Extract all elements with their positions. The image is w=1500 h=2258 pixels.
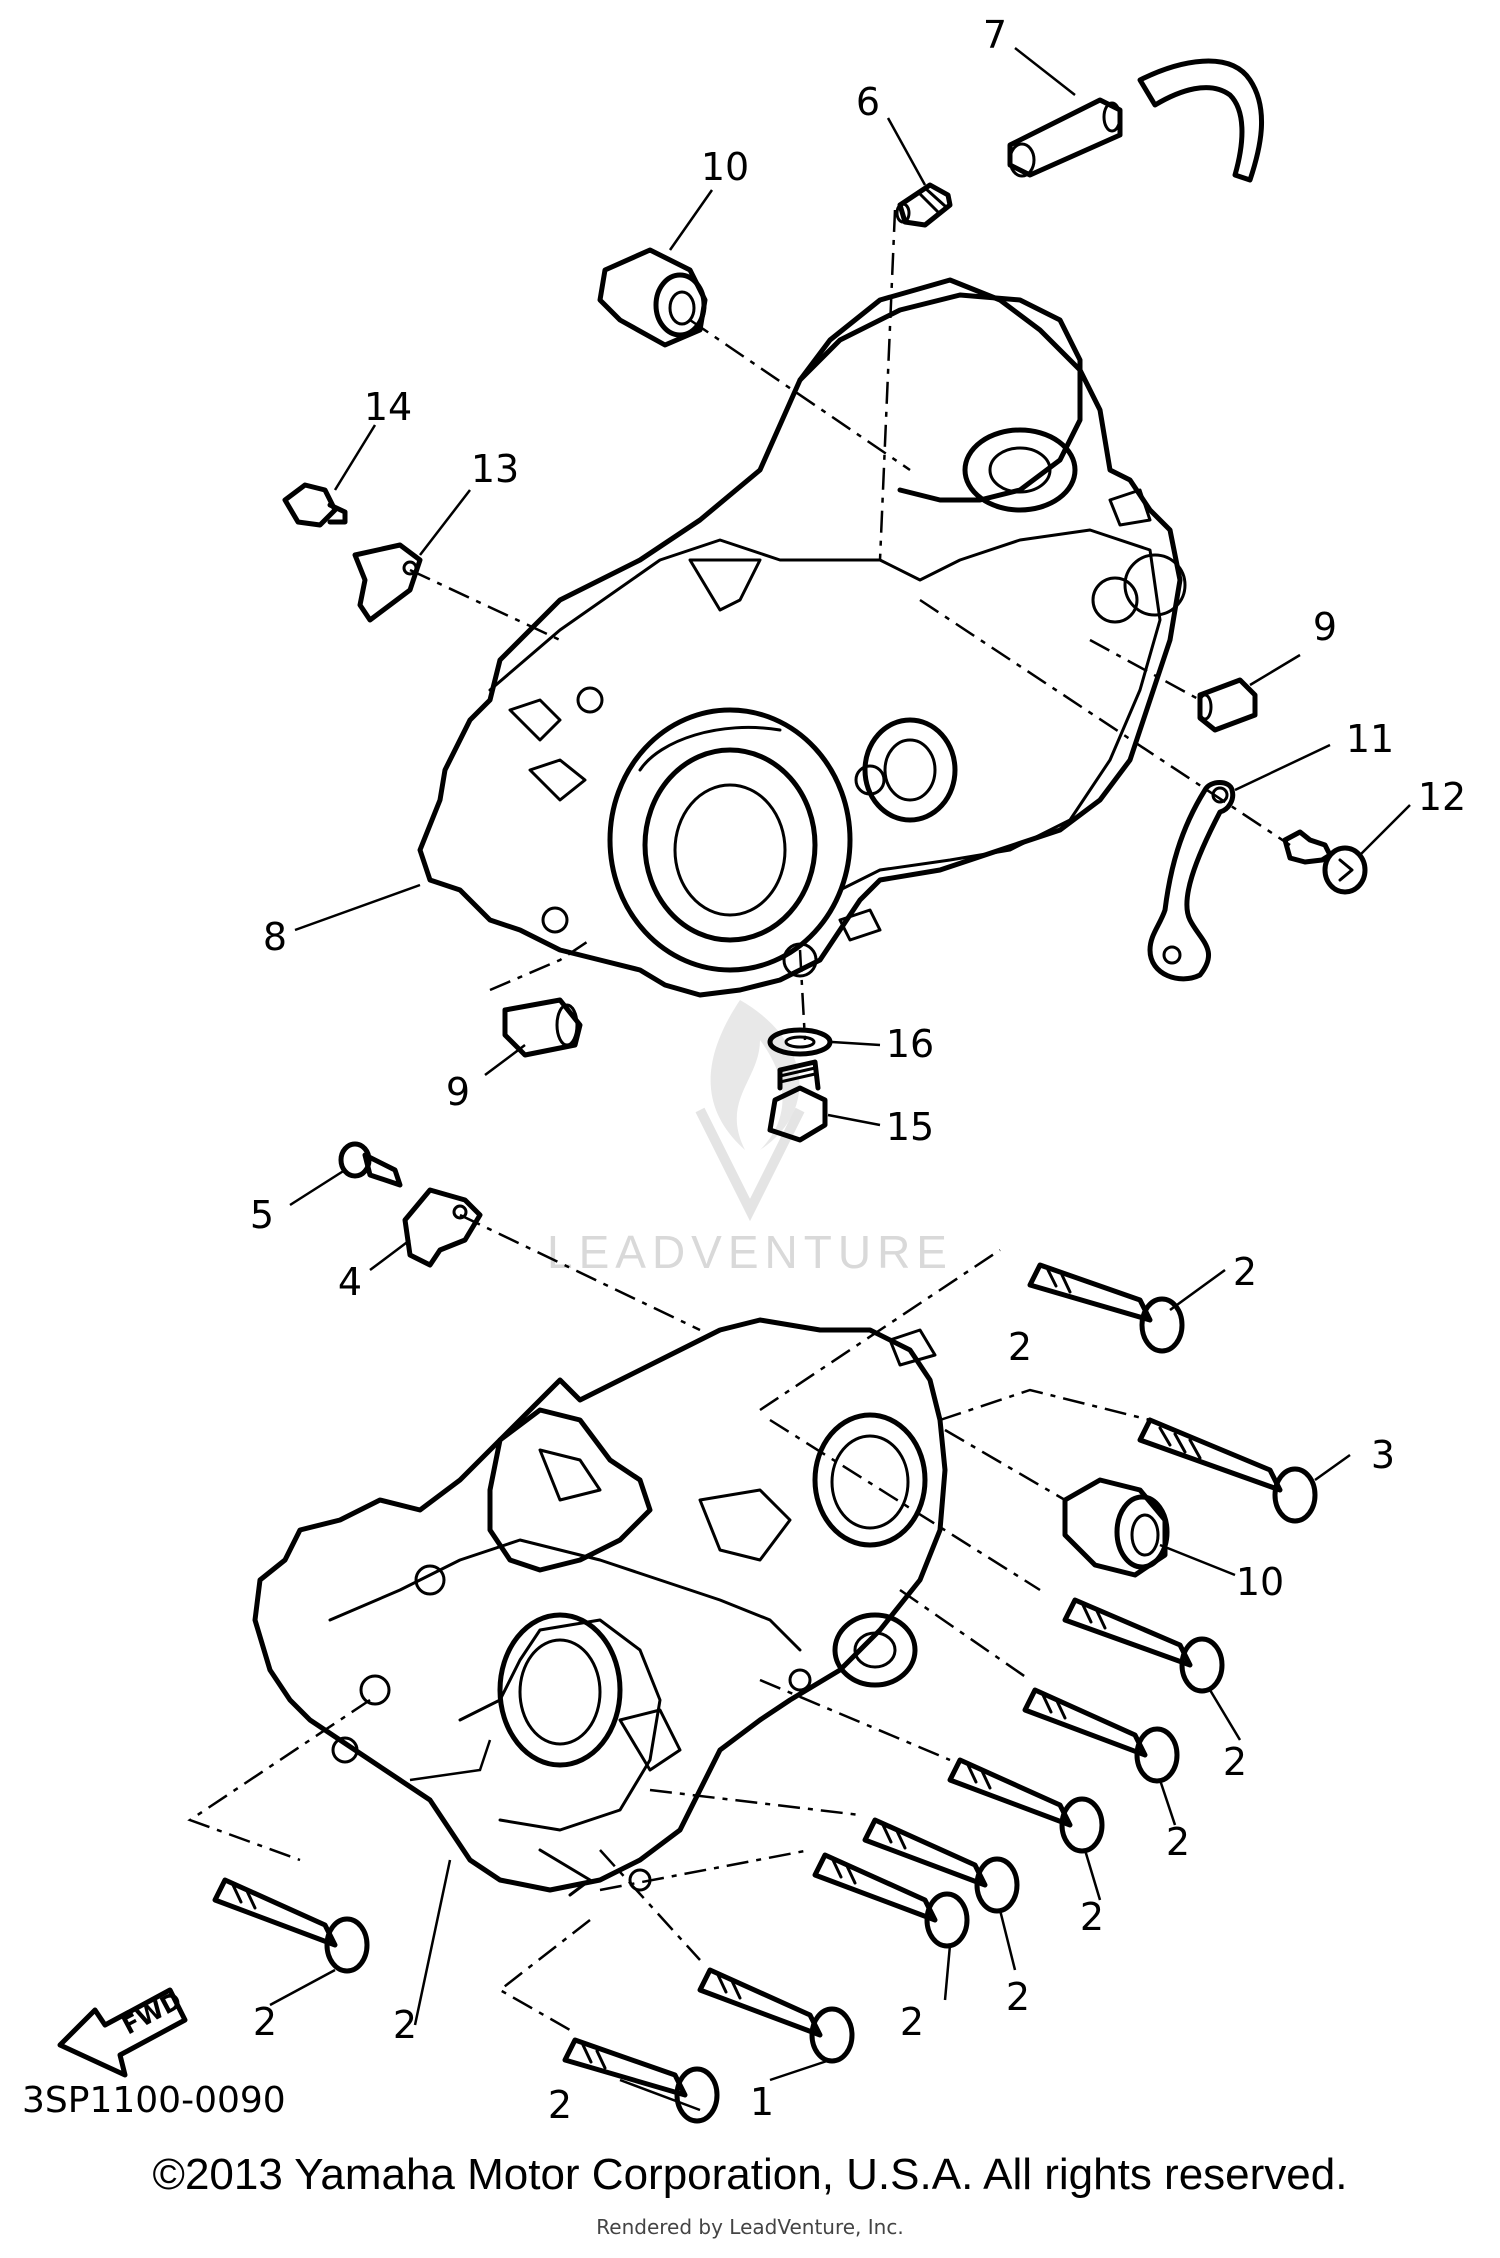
bolt-part-2-h bbox=[697, 1967, 855, 2064]
dowel-part-9-upper bbox=[1197, 677, 1258, 733]
bolt-part-2-f bbox=[812, 1852, 970, 1949]
pipe-part-7 bbox=[1007, 97, 1123, 178]
callout-8: 8 bbox=[263, 915, 287, 959]
right-crankcase-part-1 bbox=[252, 1317, 948, 1897]
callout-2: 1 bbox=[750, 2080, 774, 2124]
bolt-part-2-e bbox=[862, 1817, 1020, 1914]
rendered-by-notice: Rendered by LeadVenture, Inc. bbox=[596, 2215, 904, 2239]
screw-part-5 bbox=[338, 1141, 403, 1188]
fwd-arrow-icon bbox=[57, 1987, 188, 2078]
bolt-part-2-c bbox=[1022, 1687, 1180, 1784]
left-crankcase-part-8 bbox=[417, 277, 1187, 998]
bushing-part-10-upper bbox=[597, 247, 708, 348]
alignment-lines bbox=[187, 209, 1291, 2032]
fwd-label: FWD bbox=[118, 1986, 187, 2040]
watermark-text: LEADVENTURE bbox=[547, 1226, 953, 1278]
callout-2: 2 bbox=[900, 2000, 924, 2044]
callout-4: 4 bbox=[338, 1260, 362, 1304]
bracket-part-11 bbox=[1147, 780, 1236, 982]
callout-9: 9 bbox=[1313, 605, 1337, 649]
callout-10: 10 bbox=[1236, 1560, 1284, 1604]
bolt-part-12 bbox=[1282, 829, 1368, 895]
callout-7: 7 bbox=[983, 13, 1007, 57]
callout-16: 16 bbox=[886, 1022, 934, 1066]
dowel-part-9-lower bbox=[502, 997, 583, 1058]
callout-2: 2 bbox=[1080, 1895, 1104, 1939]
callout-10: 10 bbox=[701, 145, 749, 189]
bolt-part-14 bbox=[282, 482, 348, 528]
callout-14: 14 bbox=[364, 385, 412, 429]
bolt-part-2-d bbox=[947, 1757, 1105, 1854]
callout-2: 2 bbox=[548, 2083, 572, 2127]
callout-2: 2 bbox=[1233, 1250, 1257, 1294]
callout-12: 12 bbox=[1418, 775, 1466, 819]
drain-plug-part-15 bbox=[767, 1059, 828, 1143]
fwd-arrow: FWD bbox=[57, 1986, 188, 2078]
watermark-flame-icon bbox=[710, 1000, 800, 1150]
callout-9: 9 bbox=[446, 1070, 470, 1114]
callout-13: 13 bbox=[471, 447, 519, 491]
callout-2: 2 bbox=[253, 2000, 277, 2044]
bushing-part-10-lower bbox=[1062, 1477, 1170, 1578]
bolt-part-2-b bbox=[1062, 1597, 1225, 1694]
diagram-code: 3SP1100-0090 bbox=[22, 2080, 286, 2121]
callout-2: 2 bbox=[1006, 1975, 1030, 2019]
callout-2: 2 bbox=[1166, 1820, 1190, 1864]
callout-6: 6 bbox=[856, 80, 880, 124]
breather-hose bbox=[1137, 58, 1264, 183]
callout-5: 5 bbox=[250, 1193, 274, 1237]
nipple-part-6 bbox=[895, 182, 953, 228]
callout-11: 11 bbox=[1346, 717, 1394, 761]
callout-2: 2 bbox=[1008, 1325, 1032, 1369]
watermark: LEADVENTURE bbox=[547, 1000, 953, 1278]
copyright-notice: ©2013 Yamaha Motor Corporation, U.S.A. A… bbox=[152, 2150, 1348, 2199]
leader-lines bbox=[269, 47, 1411, 2112]
bolt-part-2-a bbox=[1027, 1262, 1185, 1354]
bolt-part-3 bbox=[1137, 1417, 1318, 1524]
callout-numbers: 7 6 10 14 13 9 11 12 8 16 9 15 5 4 2 3 1… bbox=[250, 13, 1466, 2127]
callout-3: 3 bbox=[1371, 1433, 1395, 1477]
bolt-part-2-g bbox=[212, 1877, 370, 1974]
callout-15: 15 bbox=[886, 1105, 934, 1149]
callout-1: 2 bbox=[393, 2003, 417, 2047]
clamp-part-4 bbox=[402, 1187, 483, 1268]
bolt-part-2-i bbox=[562, 2037, 720, 2124]
callout-2: 2 bbox=[1223, 1740, 1247, 1784]
washer-part-16 bbox=[767, 1027, 833, 1057]
plate-part-13 bbox=[352, 542, 423, 623]
